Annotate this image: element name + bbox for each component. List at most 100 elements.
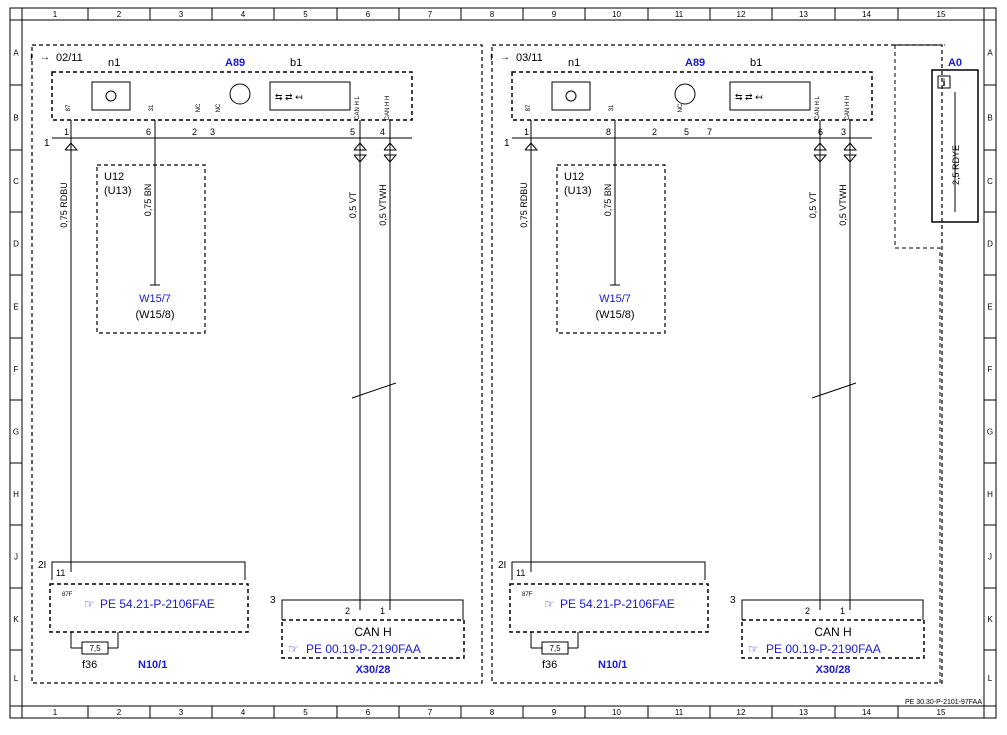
pin-number: 2 xyxy=(345,606,350,616)
module-icon-box xyxy=(729,81,811,111)
ground-point-label: (W15/8) xyxy=(135,309,174,321)
connector-arrow-icon xyxy=(64,142,79,151)
grid-row-label-left: L xyxy=(14,674,19,683)
grid-col-label-bottom: 7 xyxy=(428,708,433,717)
fuse-value: 7,5 xyxy=(549,644,561,653)
pin-number: 6 xyxy=(818,127,823,137)
grid-row-label-left: G xyxy=(13,428,19,437)
module-icon-box xyxy=(269,81,351,111)
connector-arrow-icon xyxy=(843,154,858,163)
grid-row-label-right: E xyxy=(987,303,992,312)
sheet-reference: 03/11 xyxy=(516,52,543,64)
u-variant-label: U12 xyxy=(104,171,124,183)
pin-number: 1 xyxy=(380,606,385,616)
grid-row-label-left: K xyxy=(13,615,19,624)
grid-col-label-top: 8 xyxy=(490,10,495,19)
pin-number: 2 xyxy=(805,606,810,616)
a0-wire-label: 2,5 RDYE xyxy=(951,145,961,185)
module-box xyxy=(51,71,413,121)
transistor-icon xyxy=(674,83,696,105)
wire-label: 0,75 BN xyxy=(603,184,613,217)
grid-col-label-bottom: 4 xyxy=(241,708,246,717)
connector-outline xyxy=(511,561,706,580)
panel-outline xyxy=(31,44,483,684)
reference-pointer-icon: ☞ xyxy=(544,597,555,611)
grid-row-label-left: E xyxy=(13,303,18,312)
grid-row-label-left: A xyxy=(13,49,19,58)
pin-label: 87 xyxy=(526,104,532,111)
u-variant-label: U12 xyxy=(564,171,584,183)
grid-col-label-top: 15 xyxy=(937,10,946,19)
connector-name: X30/28 xyxy=(816,664,851,676)
info-icon-box xyxy=(937,75,951,89)
module-name: N10/1 xyxy=(598,659,627,671)
grid-row-label-right: C xyxy=(987,177,993,186)
info-icon: i xyxy=(943,78,946,89)
grid-col-label-bottom: 3 xyxy=(179,708,184,717)
connector-outline xyxy=(51,561,246,580)
wire-label: 0,5 VTWH xyxy=(838,184,848,226)
grid-col-label-top: 7 xyxy=(428,10,433,19)
null: I xyxy=(490,52,493,62)
grid-row-label-left: B xyxy=(13,114,18,123)
ground-point-label: W15/7 xyxy=(599,293,631,305)
connector-number: 1 xyxy=(504,138,510,149)
grid-col-label-top: 3 xyxy=(179,10,184,19)
grid-row-label-right: L xyxy=(988,674,993,683)
connector-arrow-icon xyxy=(383,142,398,151)
null: I xyxy=(30,52,33,62)
connector-outline xyxy=(281,599,464,620)
grid-col-label-top: 1 xyxy=(53,10,58,19)
grid-col-label-bottom: 11 xyxy=(675,708,684,717)
wire-label: 0,75 BN xyxy=(143,184,153,217)
grid-col-label-top: 4 xyxy=(241,10,246,19)
pin-label: CAN H L xyxy=(355,96,361,120)
pin-number: 11 xyxy=(516,568,525,578)
reference-pointer-icon: ☞ xyxy=(84,597,95,611)
arrow-icon: → xyxy=(500,52,510,63)
pin-number: 5 xyxy=(684,127,689,137)
pin-number: 1 xyxy=(524,127,529,137)
arrow-icon: → xyxy=(40,52,50,63)
label-b1: b1 xyxy=(750,57,762,69)
reference-pointer-icon: ☞ xyxy=(288,642,299,656)
pin-number: 2 xyxy=(652,127,657,137)
ground-point-label: (W15/8) xyxy=(595,309,634,321)
pin-number: 2 xyxy=(192,127,197,137)
pin-label: 31 xyxy=(149,104,155,111)
pin-number: 3 xyxy=(210,127,215,137)
wire-label: 0,5 VT xyxy=(348,191,358,218)
label-b1: b1 xyxy=(290,57,302,69)
twisted-pair-mark xyxy=(811,382,857,399)
connector-label: 2I xyxy=(498,560,506,571)
sheet-border xyxy=(9,7,997,719)
pin-number: 1 xyxy=(840,606,845,616)
u-variant-label: (U13) xyxy=(104,185,132,197)
grid-col-label-bottom: 10 xyxy=(612,708,621,717)
pin-label: CAN H H xyxy=(845,96,851,121)
connector-arrow-icon xyxy=(383,154,398,163)
reference-link: PE 00.19-P-2190FAA xyxy=(306,642,421,656)
pin-label: 87F xyxy=(62,592,73,598)
can-connector-box xyxy=(281,619,465,659)
grid-col-label-top: 11 xyxy=(675,10,684,19)
ground-point-label: W15/7 xyxy=(139,293,171,305)
wire-label: 0,75 RDBU xyxy=(519,182,529,228)
can-connector-title: CAN H xyxy=(354,625,391,639)
grid-row-label-right: K xyxy=(987,615,993,624)
pin-number: 6 xyxy=(146,127,151,137)
connector-outline xyxy=(741,599,924,620)
pin-label: 87 xyxy=(66,104,72,111)
connector-arrow-icon xyxy=(813,142,828,151)
grid-col-label-bottom: 13 xyxy=(799,708,808,717)
grid-row-label-left: D xyxy=(13,240,19,249)
reference-link: PE 54.21-P-2106FAE xyxy=(100,597,215,611)
grid-row-label-right: D xyxy=(987,240,993,249)
transistor-icon xyxy=(229,83,251,105)
sensor-icon xyxy=(565,90,577,102)
pin-number: 11 xyxy=(56,568,65,578)
sensor-icon xyxy=(105,90,117,102)
pin-label: NC xyxy=(196,103,202,112)
twisted-pair-mark xyxy=(351,382,397,399)
module-icon-box xyxy=(551,81,591,111)
